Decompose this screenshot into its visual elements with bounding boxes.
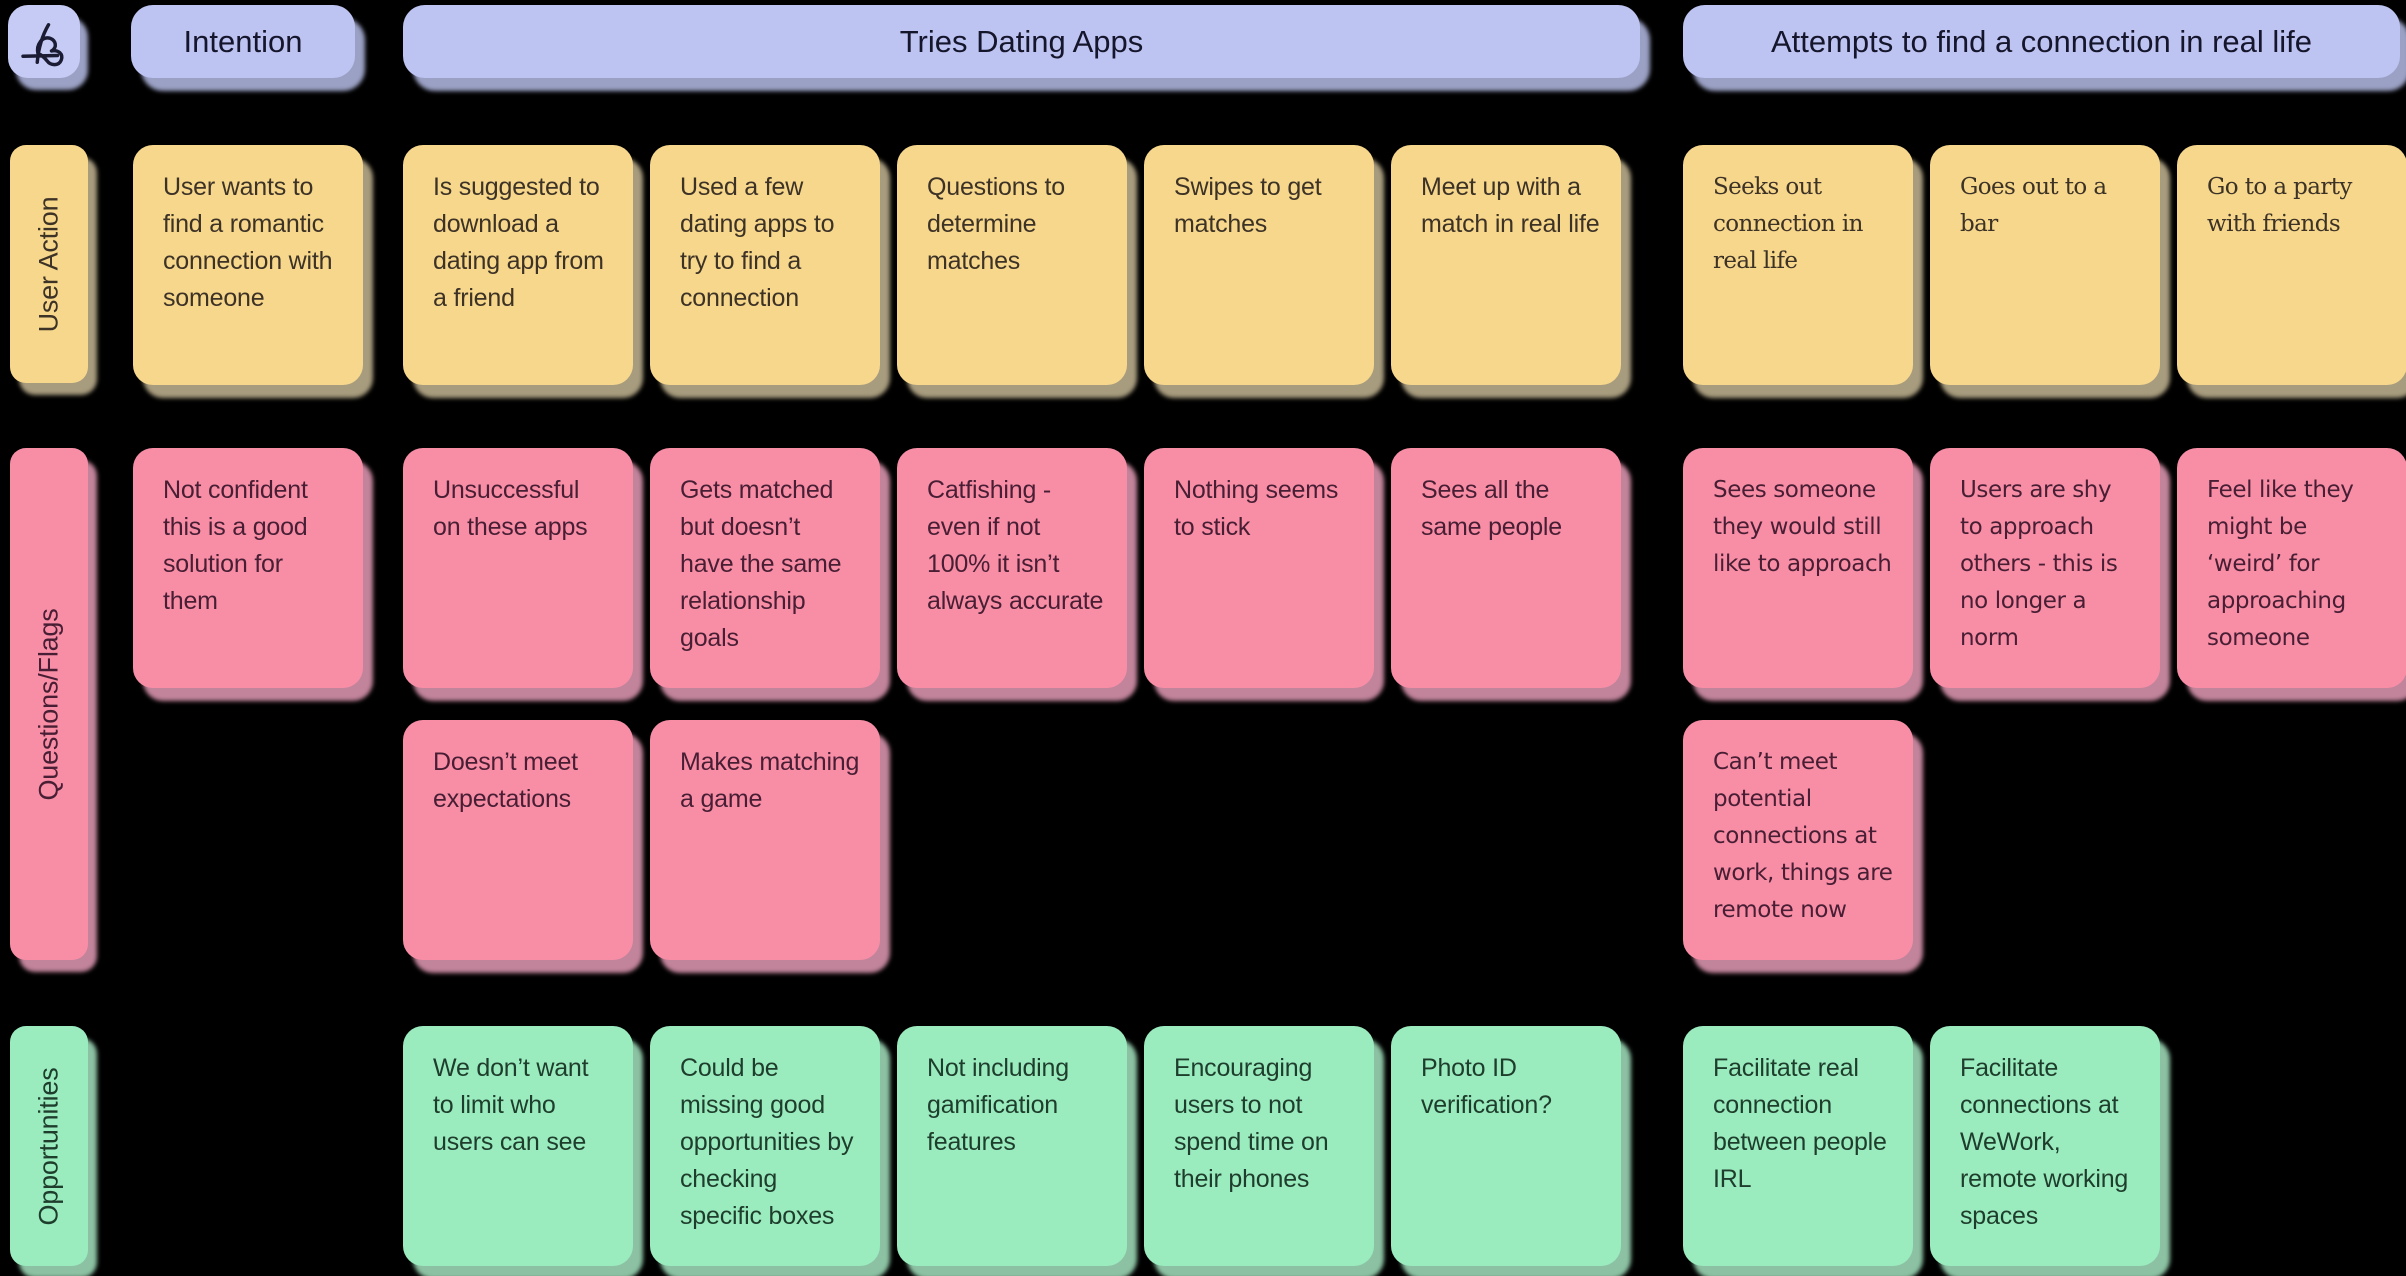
board-logo-card[interactable] [8,5,80,78]
sticky-note-text: Encouraging users to not spend time on t… [1174,1054,1329,1193]
sticky-note-text: Photo ID verification? [1421,1054,1552,1119]
sticky-note[interactable]: Not including gamification features [897,1026,1127,1266]
sticky-note-text: Swipes to get matches [1174,173,1322,238]
sticky-note[interactable]: Can’t meet potential connections at work… [1683,720,1913,960]
sticky-note-text: Catfishing - even if not 100% it isn’t a… [927,476,1104,615]
row-label-text: User Action [33,196,64,332]
sticky-note-text: Makes matching a game [680,748,860,813]
sticky-note-text: Sees all the same people [1421,476,1562,541]
sticky-note[interactable]: We don’t want to limit who users can see [403,1026,633,1266]
sticky-note-text: Sees someone they would still like to ap… [1713,477,1892,577]
sticky-note-text: Users are shy to approach others - this … [1960,477,2118,651]
sticky-note[interactable]: Users are shy to approach others - this … [1930,448,2160,688]
sticky-note[interactable]: Sees all the same people [1391,448,1621,688]
sticky-note-text: Not including gamification features [927,1054,1069,1156]
section-header-label: Attempts to find a connection in real li… [1770,23,2313,59]
sticky-note[interactable]: Unsuccessful on these apps [403,448,633,688]
sticky-note-text: Facilitate connections at WeWork, remote… [1960,1054,2129,1230]
sticky-note-text: We don’t want to limit who users can see [433,1054,589,1156]
sticky-note-text: Can’t meet potential connections at work… [1713,749,1893,923]
sticky-note[interactable]: Is suggested to download a dating app fr… [403,145,633,385]
row-label-user-action[interactable]: User Action [10,145,88,383]
sticky-note-text: Doesn’t meet expectations [433,748,578,813]
sticky-note[interactable]: Questions to determine matches [897,145,1127,385]
sticky-note-text: Facilitate real connection between peopl… [1713,1054,1887,1193]
sticky-note[interactable]: Gets matched but doesn’t have the same r… [650,448,880,688]
sticky-note[interactable]: Goes out to a bar [1930,145,2160,385]
sticky-note[interactable]: Photo ID verification? [1391,1026,1621,1266]
sticky-note-text: Gets matched but doesn’t have the same r… [680,476,842,652]
row-label-opportunities[interactable]: Opportunities [10,1026,88,1266]
sticky-note-text: Unsuccessful on these apps [433,476,588,541]
heart-doodle-icon [21,22,64,66]
sticky-note-text: Could be missing good opportunities by c… [680,1054,854,1230]
sticky-note[interactable]: Makes matching a game [650,720,880,960]
sticky-note[interactable]: Encouraging users to not spend time on t… [1144,1026,1374,1266]
sticky-note[interactable]: Swipes to get matches [1144,145,1374,385]
sticky-note-text: Questions to determine matches [927,173,1065,275]
sticky-note[interactable]: Catfishing - even if not 100% it isn’t a… [897,448,1127,688]
sticky-note[interactable]: Used a few dating apps to try to find a … [650,145,880,385]
row-label-text: Opportunities [33,1067,64,1225]
sticky-note-text: Feel like they might be ‘weird’ for appr… [2207,477,2354,651]
section-header-label: Intention [183,23,303,59]
sticky-note[interactable]: Could be missing good opportunities by c… [650,1026,880,1266]
sticky-note-text: Go to a party with friends [2207,174,2352,237]
section-header-tries-dating-apps[interactable]: Tries Dating Apps [403,5,1640,78]
section-header-attempts-real-life[interactable]: Attempts to find a connection in real li… [1683,5,2400,78]
sticky-note[interactable]: Go to a party with friends [2177,145,2406,385]
sticky-note[interactable]: Nothing seems to stick [1144,448,1374,688]
sticky-note-text: Goes out to a bar [1960,174,2107,237]
sticky-note-text: Used a few dating apps to try to find a … [680,173,835,312]
row-label-questions-flags[interactable]: Questions/Flags [10,448,88,960]
sticky-note-text: Meet up with a match in real life [1421,173,1600,238]
sticky-note[interactable]: Seeks out connection in real life [1683,145,1913,385]
sticky-note-text: User wants to find a romantic connection… [163,173,333,312]
sticky-note[interactable]: Doesn’t meet expectations [403,720,633,960]
sticky-note[interactable]: Meet up with a match in real life [1391,145,1621,385]
sticky-note[interactable]: Sees someone they would still like to ap… [1683,448,1913,688]
sticky-note[interactable]: Not confident this is a good solution fo… [133,448,363,688]
row-label-text: Questions/Flags [33,607,64,801]
sticky-note-text: Is suggested to download a dating app fr… [433,173,604,312]
sticky-note[interactable]: User wants to find a romantic connection… [133,145,363,385]
sticky-note[interactable]: Feel like they might be ‘weird’ for appr… [2177,448,2406,688]
sticky-note[interactable]: Facilitate connections at WeWork, remote… [1930,1026,2160,1266]
sticky-note-text: Seeks out connection in real life [1713,174,1863,274]
sticky-note-text: Nothing seems to stick [1174,476,1339,541]
sticky-note[interactable]: Facilitate real connection between peopl… [1683,1026,1913,1266]
sticky-note-text: Not confident this is a good solution fo… [163,476,308,615]
section-header-intention[interactable]: Intention [131,5,355,78]
section-header-label: Tries Dating Apps [899,23,1144,59]
